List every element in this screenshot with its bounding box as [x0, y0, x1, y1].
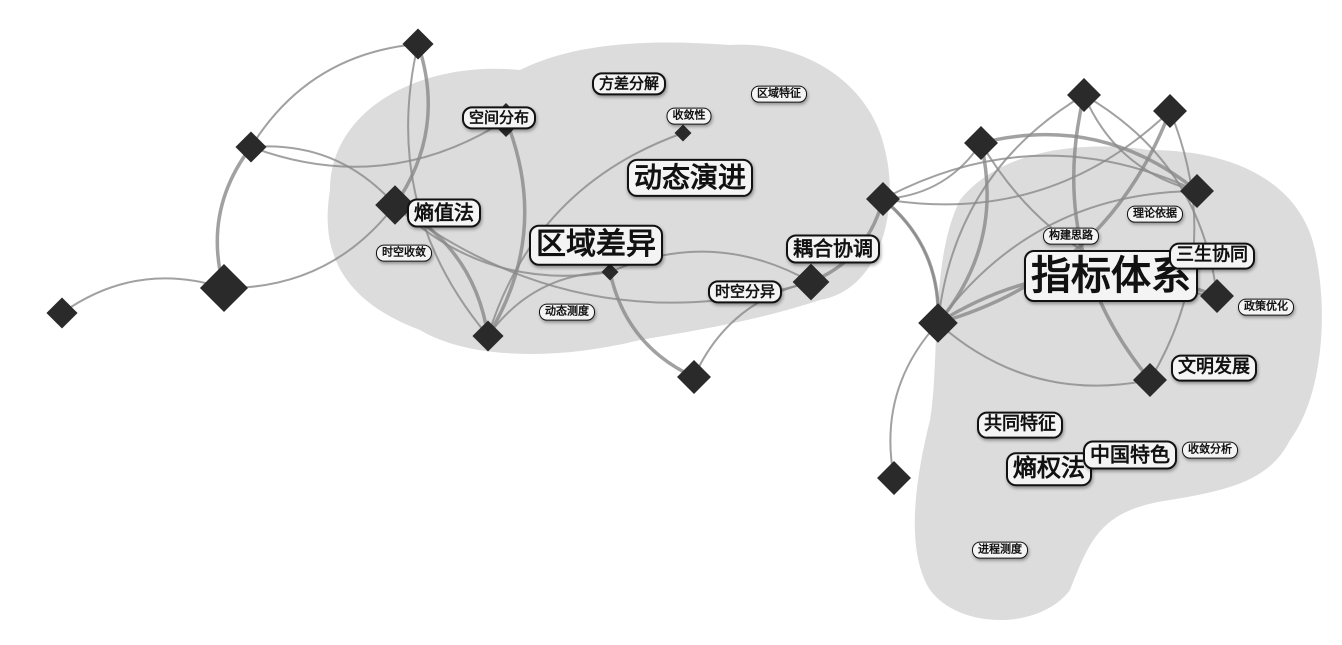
network-node-diamond[interactable]: [472, 320, 504, 352]
network-edge: [61, 277, 225, 314]
keyword-label[interactable]: 收敛性: [666, 107, 712, 125]
network-node-diamond[interactable]: [375, 185, 415, 225]
network-node-diamond[interactable]: [918, 303, 958, 343]
keyword-label[interactable]: 动态测度: [539, 303, 595, 321]
network-edge: [937, 322, 1151, 387]
keyword-label[interactable]: 空间分布: [461, 106, 537, 130]
keyword-label[interactable]: 方差分解: [591, 72, 667, 96]
network-edge: [223, 204, 396, 290]
network-node-diamond[interactable]: [866, 182, 900, 216]
keyword-label[interactable]: 熵值法: [407, 198, 481, 228]
keyword-label[interactable]: 动态演进: [626, 158, 754, 198]
network-node-diamond[interactable]: [1133, 363, 1167, 397]
keyword-label[interactable]: 耦合协调: [786, 234, 880, 264]
keyword-label[interactable]: 理论依据: [1127, 205, 1183, 223]
keyword-label[interactable]: 收敛分析: [1182, 441, 1238, 459]
network-node-diamond[interactable]: [792, 263, 830, 301]
network-edge: [250, 119, 507, 168]
network-edge: [393, 43, 431, 206]
network-edge: [882, 110, 1171, 206]
keyword-label[interactable]: 区域特征: [751, 85, 807, 103]
network-edge: [250, 43, 419, 148]
network-node-diamond[interactable]: [1067, 78, 1101, 112]
network-node-diamond[interactable]: [1153, 94, 1187, 128]
network-node-diamond[interactable]: [601, 263, 619, 281]
network-node-diamond[interactable]: [1180, 174, 1214, 208]
network-edge: [608, 271, 695, 379]
keyword-label[interactable]: 时空收敛: [376, 244, 432, 262]
network-edge: [882, 154, 1198, 200]
network-node-diamond[interactable]: [235, 131, 267, 163]
network-node-diamond[interactable]: [677, 360, 711, 394]
network-edge: [937, 94, 1085, 324]
network-edge: [881, 197, 940, 324]
keyword-label[interactable]: 时空分异: [707, 280, 783, 304]
network-node-diamond[interactable]: [1200, 279, 1234, 313]
keyword-label[interactable]: 构建思路: [1043, 227, 1099, 245]
network-node-diamond[interactable]: [402, 28, 434, 60]
network-node-diamond[interactable]: [877, 461, 911, 495]
network-edge: [889, 322, 939, 479]
keyword-label[interactable]: 三生协同: [1169, 242, 1255, 270]
network-node-diamond[interactable]: [46, 297, 78, 329]
keyword-label[interactable]: 文明发展: [1171, 354, 1257, 382]
network-edge: [250, 145, 396, 206]
network-edge: [1071, 94, 1152, 382]
keyword-label[interactable]: 区域差异: [529, 224, 663, 266]
keyword-label[interactable]: 共同特征: [977, 411, 1063, 439]
network-node-diamond[interactable]: [674, 124, 692, 142]
network-node-diamond[interactable]: [199, 263, 249, 313]
network-edge: [487, 132, 684, 337]
keyword-label[interactable]: 进程测度: [972, 541, 1028, 559]
network-edge: [486, 119, 527, 337]
network-edge: [937, 190, 1198, 324]
network-edge: [487, 271, 611, 337]
keyword-label[interactable]: 政策优化: [1238, 298, 1294, 316]
keyword-label[interactable]: 中国特色: [1083, 440, 1177, 470]
network-node-diamond[interactable]: [964, 126, 998, 160]
keyword-label[interactable]: 熵权法: [1006, 452, 1092, 486]
